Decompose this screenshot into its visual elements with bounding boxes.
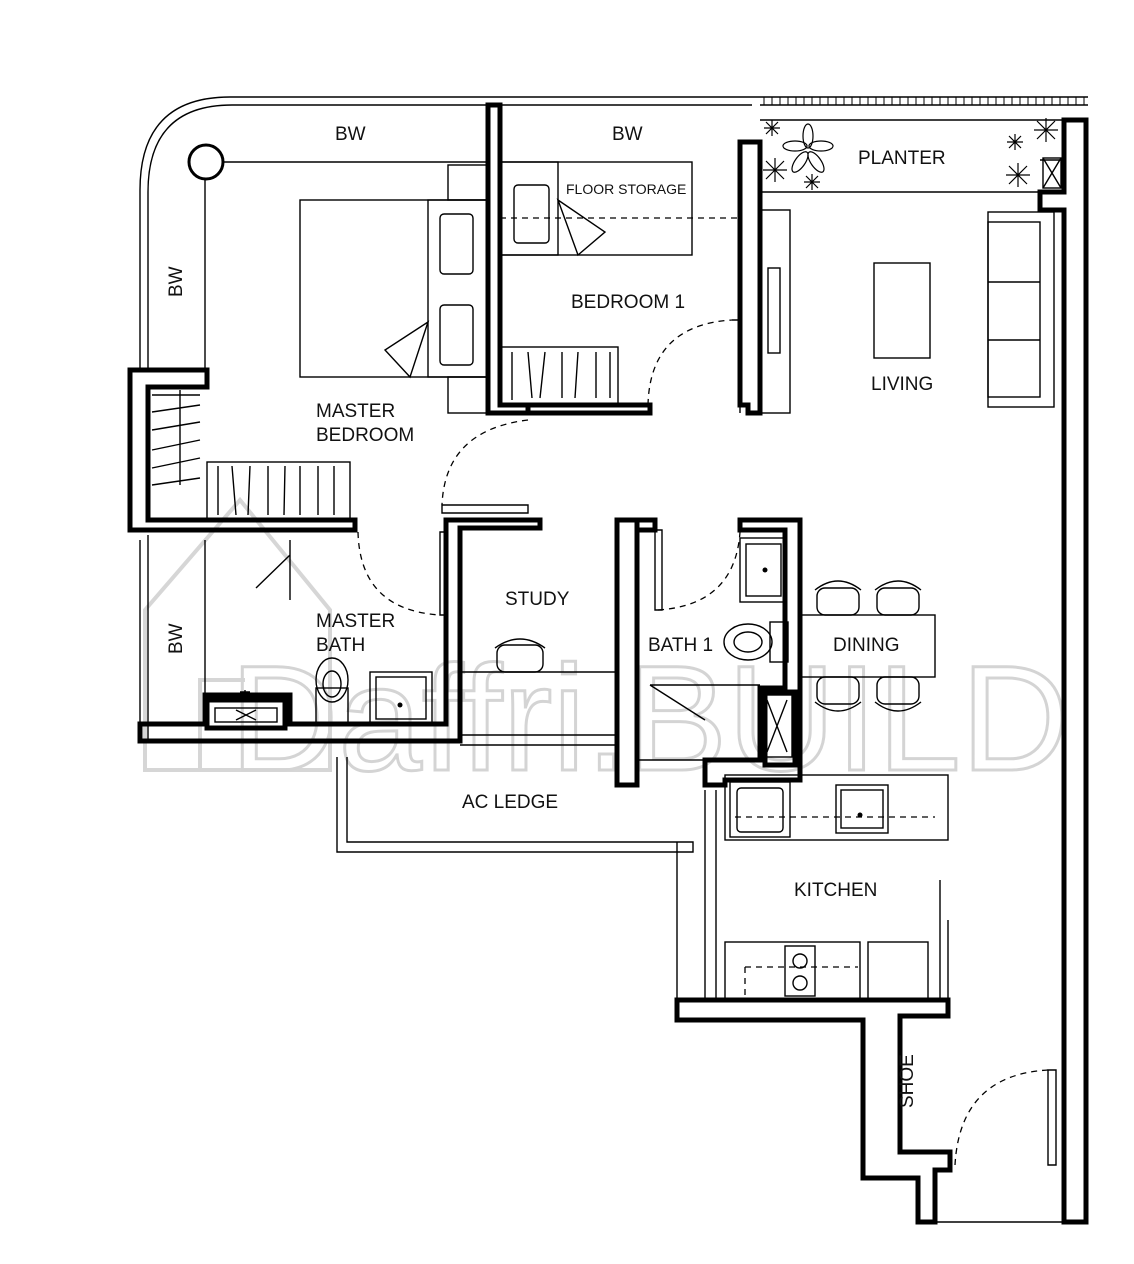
doors: [357, 319, 1057, 1166]
living-furniture: [759, 209, 1055, 414]
label-master-bedroom-2: BEDROOM: [316, 425, 414, 446]
structural-walls: [127, 102, 1089, 1225]
room-labels: BW BW PLANTER FLOOR STORAGE BEDROOM 1 LI…: [166, 124, 946, 1108]
label-bw-top-right: BW: [612, 124, 643, 145]
plants: [763, 118, 1058, 190]
label-ac-ledge: AC LEDGE: [462, 792, 558, 813]
label-living: LIVING: [871, 374, 933, 395]
watermark: Daffri.BUILD: [143, 496, 1071, 804]
master-bed: [299, 164, 489, 414]
label-shoe: SHOE: [897, 1054, 918, 1108]
watermark-text: Daffri.BUILD: [230, 634, 1069, 802]
label-master-bath-1: MASTER: [316, 611, 395, 632]
planter-railing: [760, 96, 1088, 193]
label-dining: DINING: [833, 635, 900, 656]
label-bw-top-left: BW: [335, 124, 366, 145]
column-circle: [187, 143, 225, 181]
kitchen-fixtures: [724, 774, 949, 1001]
label-master-bath-2: BATH: [316, 635, 365, 656]
bath1-fixtures: [649, 537, 793, 758]
label-bath1: BATH 1: [648, 635, 713, 656]
label-bw-left-lower: BW: [166, 623, 187, 654]
label-floor-storage: FLOOR STORAGE: [566, 181, 686, 197]
bay-window-boundary: [139, 96, 760, 740]
label-bedroom1: BEDROOM 1: [571, 292, 685, 313]
ac-ledge-outline: [336, 734, 1064, 1223]
master-bath-fixtures: [214, 540, 433, 725]
label-study: STUDY: [505, 589, 570, 610]
label-master-bedroom-1: MASTER: [316, 401, 395, 422]
label-kitchen: KITCHEN: [794, 880, 877, 901]
bedroom1-bed: [499, 161, 740, 257]
label-bw-left-upper: BW: [166, 266, 187, 297]
dining-furniture: [799, 580, 936, 712]
label-planter: PLANTER: [858, 148, 946, 169]
wardrobes: [151, 346, 619, 521]
study-desk: [460, 638, 617, 673]
